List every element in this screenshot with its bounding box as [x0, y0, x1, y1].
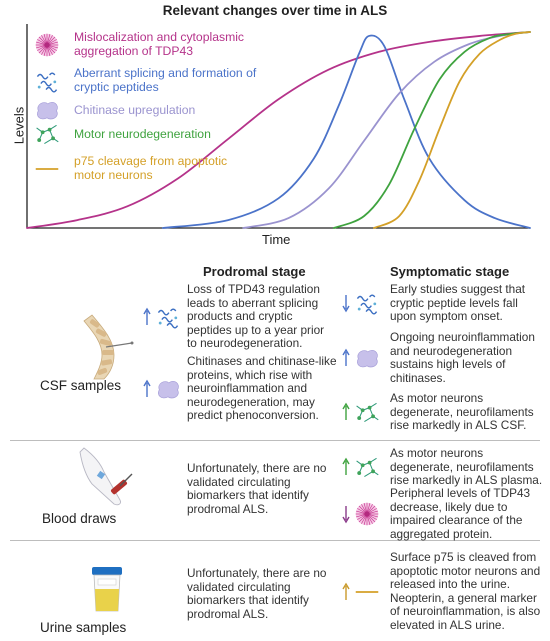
- description-line: peptides up to a year prior: [187, 322, 325, 337]
- description-line: Surface p75 is cleaved from: [390, 550, 537, 564]
- row-divider-2: [10, 540, 540, 541]
- description-line: neuroinflammation and: [187, 381, 308, 396]
- description-line: apoptotic motor neurons and: [390, 563, 541, 578]
- description-line: products and cryptic: [187, 309, 293, 324]
- series-line-4: [332, 31, 531, 229]
- series-line-5: [373, 31, 531, 229]
- arrow-up-icon: [342, 348, 350, 367]
- description-line: predict phenoconversion.: [187, 408, 319, 423]
- description-line: As motor neurons: [390, 391, 484, 405]
- series-line-2: [161, 34, 531, 229]
- series-line-1: [26, 31, 531, 229]
- legend-label: Aberrant splicing and formation of: [74, 66, 257, 80]
- arrow-up-icon: [143, 379, 151, 397]
- description-line: to neurodegeneration.: [187, 336, 303, 351]
- p75-line-icon: [35, 168, 59, 170]
- description-line: impaired clearance of the: [390, 513, 523, 528]
- description-line: degenerate, neurofilaments: [390, 404, 534, 419]
- description-line: biomarkers that identify: [187, 488, 309, 503]
- description-line: leads to aberrant splicing: [187, 295, 319, 310]
- arrow-down-icon: [342, 506, 350, 524]
- tdp43-aggregate-icon: [35, 33, 59, 57]
- description-line: Unfortunately, there are no: [187, 566, 327, 580]
- urine-cup-icon: [92, 567, 122, 612]
- description-line: degenerate, neurofilaments: [390, 459, 534, 474]
- row-divider-1: [10, 440, 540, 441]
- arrow-up-icon: [143, 307, 151, 325]
- description-line: neurodegeneration, may: [187, 394, 315, 409]
- legend-label: Motor neurodegeneration: [74, 127, 211, 141]
- description-line: Loss of TPD43 regulation: [187, 282, 320, 296]
- tdp43-aggregate-icon: [355, 502, 379, 526]
- figure-title: Relevant changes over time in ALS: [162, 3, 388, 18]
- description-line: proteins, which rise with: [187, 367, 313, 382]
- column-header-symptomatic: Symptomatic stage: [390, 264, 510, 279]
- description-line: As motor neurons: [390, 446, 484, 460]
- legend-label: p75 cleavage from apoptotic: [74, 154, 228, 168]
- arrow-up-icon: [342, 458, 350, 476]
- description-line: Peripheral levels of TDP43: [390, 486, 531, 500]
- legend-label: Chitinase upregulation: [74, 103, 196, 117]
- row-label-csf: CSF samples: [40, 378, 122, 393]
- neurodegeneration-icon: [36, 124, 59, 144]
- p75-line-icon: [355, 590, 379, 593]
- legend-label: motor neurons: [74, 168, 153, 182]
- description-line: elevated in ALS urine.: [390, 618, 505, 632]
- chart-axes: [26, 24, 530, 229]
- description-line: chitinases.: [390, 370, 446, 385]
- neurodegeneration-icon: [356, 403, 379, 423]
- legend-label: Mislocalization and cytoplasmic: [74, 30, 245, 44]
- description-line: prodromal ALS.: [187, 606, 269, 621]
- description-line: sustains high levels of: [390, 357, 506, 372]
- arrow-up-icon: [342, 582, 350, 600]
- arrow-down-icon: [342, 295, 350, 313]
- arrow-up-icon: [342, 403, 350, 421]
- x-axis-label: Time: [262, 232, 291, 247]
- description-line: validated circulating: [187, 579, 291, 594]
- description-line: Neopterin, a general marker: [390, 590, 537, 605]
- timeline-chart: [26, 24, 531, 229]
- legend-label: aggregation of TDP43: [74, 44, 194, 58]
- description-line: and neurodegeneration: [390, 343, 513, 358]
- cryptic-peptide-icon: [356, 294, 378, 315]
- cryptic-peptide-icon: [36, 72, 58, 93]
- description-line: decrease, likely due to: [390, 499, 508, 514]
- description-line: Ongoing neuroinflammation: [390, 330, 535, 344]
- description-line: biomarkers that identify: [187, 593, 309, 608]
- description-line: Early studies suggest that: [390, 282, 526, 296]
- description-line: aggregated protein.: [390, 526, 493, 541]
- description-line: Chitinases and chitinase-like: [187, 354, 337, 368]
- cryptic-peptide-icon: [157, 308, 179, 329]
- arm-needle-icon: [79, 447, 133, 506]
- description-line: validated circulating: [187, 474, 291, 489]
- description-line: Unfortunately, there are no: [187, 461, 327, 475]
- description-line: prodromal ALS.: [187, 501, 269, 516]
- neurodegeneration-icon: [356, 458, 379, 478]
- column-header-prodromal: Prodromal stage: [203, 264, 306, 279]
- chart-series-lines: [26, 31, 531, 229]
- description-line: rise markedly in ALS CSF.: [390, 418, 527, 433]
- spine-icon: [83, 314, 134, 380]
- description-line: released into the urine.: [390, 577, 511, 592]
- legend-label: cryptic peptides: [74, 80, 159, 94]
- description-line: of neuroinflammation, is also: [390, 604, 541, 619]
- chitinase-icon: [37, 101, 58, 120]
- description-line: cryptic peptide levels fall: [390, 295, 518, 310]
- chitinase-icon: [357, 350, 378, 368]
- description-line: rise markedly in ALS plasma.: [390, 473, 543, 488]
- description-line: upon symptom onset.: [390, 309, 503, 324]
- chitinase-icon: [158, 380, 179, 399]
- row-label-urine: Urine samples: [40, 620, 127, 635]
- row-label-blood: Blood draws: [42, 511, 117, 526]
